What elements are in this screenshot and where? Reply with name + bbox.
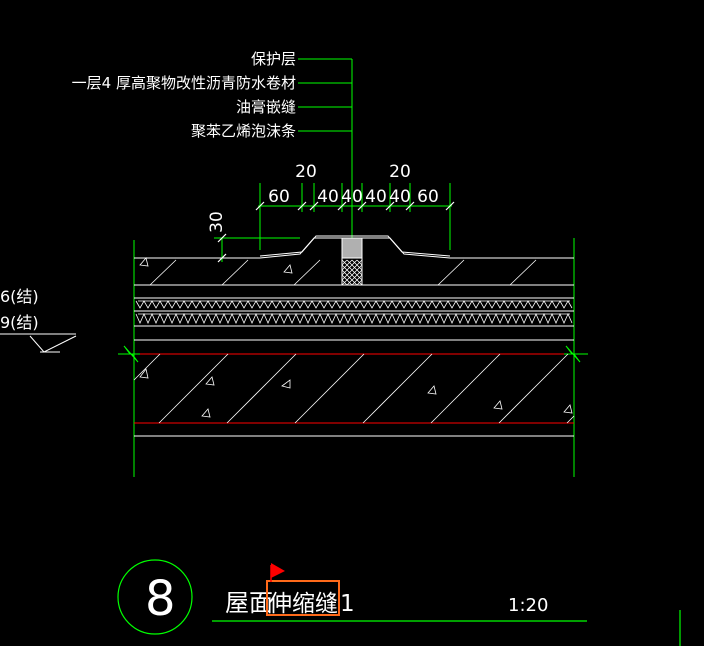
hatch-line [566, 415, 575, 424]
dim-segment-6: 60 [417, 187, 439, 207]
hatch-line [133, 353, 161, 381]
callout-protective-layer: 保护层 [251, 50, 296, 68]
hatch-line [356, 264, 363, 271]
dimension-labels: 20 20 60 40 40 40 40 60 [268, 162, 439, 207]
level-marks: 6(结) 9(结) [0, 287, 77, 353]
detail-scale: 1:20 [508, 595, 548, 616]
insulation-zigzag [135, 313, 573, 324]
flag-marker-icon [271, 563, 285, 578]
title-highlight-box [266, 580, 340, 616]
hatch-line [356, 279, 363, 286]
dimension-chain [258, 183, 452, 250]
hatch-protective-layer [149, 259, 537, 286]
hatch-line [351, 269, 358, 276]
hatch-line [351, 274, 358, 281]
hatch-line [346, 269, 353, 276]
callout-sealant: 油膏嵌缝 [236, 98, 296, 116]
hatch-insulation [135, 300, 573, 324]
dim-top-right: 20 [389, 162, 411, 182]
hatch-line [437, 259, 465, 286]
dim-segment-4: 40 [365, 187, 387, 207]
hatch-line [498, 353, 569, 424]
hatch-line [226, 353, 297, 424]
dimension-ticks [255, 201, 455, 211]
hatch-line [362, 353, 433, 424]
level-mark-2: 9(结) [0, 313, 39, 332]
hatch-line [346, 264, 353, 271]
dim-segment-2: 40 [317, 187, 339, 207]
hatch-line [341, 269, 348, 276]
hatch-line [346, 279, 353, 286]
hatch-foam-strip [341, 259, 363, 286]
hatch-line [356, 274, 363, 281]
dim-segment-5: 40 [389, 187, 411, 207]
hatch-line [293, 259, 321, 286]
hatch-line [509, 259, 537, 286]
detail-number: 8 [145, 571, 176, 627]
hatch-line [341, 259, 348, 266]
concrete-aggregate-marks [139, 257, 573, 418]
dim-segment-1: 60 [268, 187, 290, 207]
hatch-line [351, 259, 358, 266]
hatch-line [341, 274, 348, 281]
hatch-line [351, 264, 358, 271]
hatch-line [430, 353, 501, 424]
detail-number-circle [117, 559, 193, 635]
hatch-line [341, 279, 348, 286]
hatch-line [294, 353, 365, 424]
hatch-line [158, 353, 229, 424]
hatch-line [346, 274, 353, 281]
hatch-line [356, 259, 363, 266]
hatch-line [351, 279, 358, 286]
callout-foam-strip: 聚苯乙烯泡沫条 [191, 122, 296, 140]
hatch-line [346, 259, 353, 266]
callout-waterproof-membrane: 一层4 厚高聚物改性沥青防水卷材 [72, 74, 296, 92]
level-mark-1: 6(结) [0, 287, 39, 306]
hatch-line [149, 259, 177, 286]
dim-segment-3: 40 [341, 187, 363, 207]
hatch-line [341, 264, 348, 271]
detail-title-suffix: 1 [340, 591, 355, 617]
hatch-line [221, 259, 249, 286]
dim-top-left: 20 [295, 162, 317, 182]
insulation-zigzag [135, 300, 573, 309]
hatch-line [356, 269, 363, 276]
dim-height: 30 [207, 211, 227, 233]
roof-section [118, 235, 588, 477]
detail-title-block: 8 屋面 伸缩缝 1 1:20 [117, 559, 587, 635]
detail-title-highlight: 伸缩缝 [269, 591, 338, 617]
hatch-concrete-slab [133, 353, 575, 424]
detail-title-prefix: 屋面 [225, 589, 273, 617]
callout-leaders [298, 58, 353, 248]
callout-labels: 保护层 一层4 厚高聚物改性沥青防水卷材 油膏嵌缝 聚苯乙烯泡沫条 [72, 50, 296, 140]
